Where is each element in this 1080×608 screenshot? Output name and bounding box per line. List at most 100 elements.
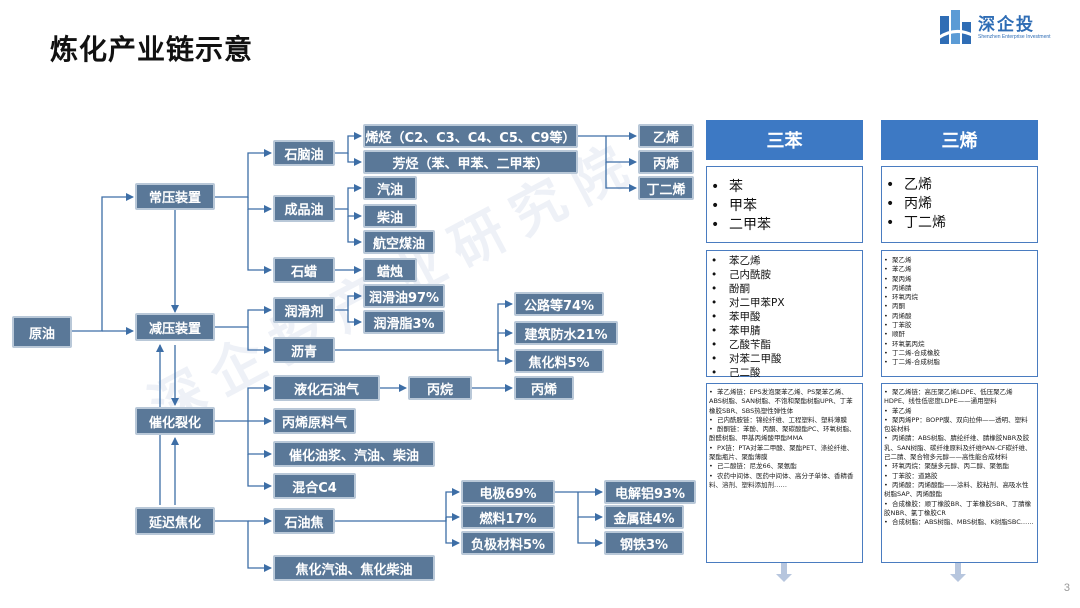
list-item: •甲苯 bbox=[707, 197, 862, 216]
node-vacuum-unit: 减压装置 bbox=[135, 313, 215, 341]
list-item-text: 苯乙烯链：EPS发泡聚苯乙烯、PS聚苯乙烯、ABS树脂、SAN树脂、不饱和聚酯树… bbox=[709, 388, 853, 415]
bullet-icon: • bbox=[884, 434, 888, 443]
bullet-icon: • bbox=[711, 367, 718, 379]
three-benzene-derivatives-panel: •苯乙烯•己内酰胺•酚酮•对二甲苯PX•苯甲酸•苯甲腈•乙酸苄酯•对苯二甲酸•己… bbox=[706, 250, 863, 379]
list-item-text: 乙烯 bbox=[904, 177, 932, 193]
bullet-icon: • bbox=[711, 297, 718, 309]
node-steel: 钢铁3% bbox=[604, 531, 684, 555]
list-item-text: 农药中间体、医药中间体、高分子单体、香精香料、溶剂、塑料添加剂…… bbox=[709, 471, 854, 489]
node-propane: 丙烷 bbox=[408, 376, 472, 400]
list-item-text: 对苯二甲酸 bbox=[729, 353, 782, 365]
bullet-icon: • bbox=[884, 406, 888, 415]
bullet-icon: • bbox=[711, 255, 718, 267]
list-item: •己二酸链：尼龙66、聚氨酯 bbox=[707, 462, 859, 471]
list-item: •环氧丙烷：聚醚多元醇、丙二醇、聚氨酯 bbox=[882, 462, 1034, 471]
node-atmospheric-unit: 常压装置 bbox=[135, 183, 215, 210]
list-item: • 乙烯 bbox=[882, 176, 1037, 195]
node-butadiene: 丁二烯 bbox=[638, 176, 694, 200]
node-olefins: 烯烃（C2、C3、C4、C5、C9等） bbox=[363, 124, 578, 148]
node-fcc-products: 催化油浆、汽油、柴油 bbox=[273, 441, 435, 467]
bullet-icon: • bbox=[884, 348, 888, 357]
list-item: • 苯甲腈 bbox=[707, 324, 862, 338]
node-propylene-feed-gas: 丙烯原料气 bbox=[273, 408, 356, 434]
bullet-icon: • bbox=[711, 217, 720, 233]
bullet-icon: • bbox=[709, 415, 713, 424]
node-waterproofing: 建筑防水21% bbox=[514, 321, 618, 345]
bullet-icon: • bbox=[884, 274, 888, 283]
three-benzene-applications-panel: •苯乙烯链：EPS发泡聚苯乙烯、PS聚苯乙烯、ABS树脂、SAN树脂、不饱和聚酯… bbox=[706, 383, 863, 563]
list-item-text: 对二甲苯PX bbox=[729, 297, 785, 309]
list-item-text: 己内酰胺链：锦纶纤维、工程塑料、塑料薄膜 bbox=[717, 415, 847, 424]
bullet-icon: • bbox=[711, 339, 718, 351]
list-item-text: 丙烯腈 bbox=[892, 283, 912, 292]
bullet-icon: • bbox=[884, 256, 888, 264]
list-item-text: 丙烯酸 bbox=[892, 311, 912, 320]
node-silicon-metal: 金属硅4% bbox=[604, 505, 684, 529]
bullet-icon: • bbox=[884, 499, 888, 508]
bullet-icon: • bbox=[711, 283, 718, 295]
list-item-text: 合成树脂：ABS树脂、MBS树脂、K树脂SBC…… bbox=[892, 518, 1034, 527]
list-item: • 顺酐 bbox=[882, 330, 1037, 339]
node-lpg: 液化石油气 bbox=[273, 375, 380, 401]
bullet-icon: • bbox=[884, 283, 888, 292]
bullet-icon: • bbox=[711, 353, 718, 365]
bullet-icon: • bbox=[711, 325, 718, 337]
bullet-icon: • bbox=[709, 388, 713, 396]
bullet-icon: • bbox=[884, 330, 888, 339]
bullet-icon: • bbox=[884, 480, 888, 489]
list-item-text: 顺酐 bbox=[892, 330, 905, 339]
list-item: •苯 bbox=[707, 178, 862, 197]
bullet-icon: • bbox=[884, 321, 888, 330]
list-item: •己内酰胺 bbox=[707, 268, 862, 282]
node-road: 公路等74% bbox=[514, 292, 604, 316]
node-coker-products: 焦化汽油、焦化柴油 bbox=[273, 555, 435, 581]
list-item-text: 丁二烯 bbox=[904, 215, 946, 231]
three-olefin-derivatives-panel: •聚乙烯•苯乙烯•聚丙烯•丙烯腈•环氧丙烷•丙酮•丙烯酸•丁苯胶•顺酐•环氧氯丙… bbox=[881, 250, 1038, 377]
list-item-text: 苯甲腈 bbox=[729, 325, 761, 337]
list-item-text: 酚酮链：苯酚、丙酮、聚碳酸酯PC、环氧树脂、酚醛树脂、甲基丙烯酸甲酯MMA bbox=[709, 425, 856, 443]
list-item-text: 乙酸苄酯 bbox=[729, 339, 771, 351]
list-item-text: 丁二烯-合成橡胶 bbox=[892, 348, 940, 357]
list-item: •丁二烯 bbox=[882, 214, 1037, 233]
node-coking-feed: 焦化料5% bbox=[514, 349, 604, 373]
list-item: •丁二烯-合成树脂 bbox=[882, 358, 1037, 367]
bullet-icon: • bbox=[884, 471, 888, 480]
list-item-text: 苯乙烯 bbox=[729, 255, 761, 267]
bullet-icon: • bbox=[886, 177, 895, 193]
list-item: • 聚丙烯 bbox=[882, 275, 1037, 284]
bullet-icon: • bbox=[709, 443, 713, 452]
node-lubricant: 润滑剂 bbox=[273, 297, 335, 323]
list-item: •丙酮 bbox=[882, 302, 1037, 311]
list-item: •苯甲酸 bbox=[707, 310, 862, 324]
three-olefin-items-panel: • 乙烯 •丙烯•丁二烯 bbox=[881, 166, 1038, 243]
three-olefin-applications-panel: •聚乙烯链：高压聚乙烯LDPE、低压聚乙烯HDPE、线性低密度LDPE——通用塑… bbox=[881, 383, 1038, 563]
list-item: •丙烯酸：丙烯酸酯——涂料、胶粘剂、高吸水性树脂SAP、丙烯酸酯 bbox=[882, 481, 1034, 500]
node-naphtha: 石脑油 bbox=[273, 140, 335, 166]
list-item-text: 聚丙烯PP：BOPP膜、双向拉伸——透明、塑料包装材料 bbox=[884, 415, 1028, 434]
slide-title: 炼化产业链示意 bbox=[50, 33, 254, 66]
bullet-icon: • bbox=[884, 462, 888, 471]
list-item: • 丙烯腈 bbox=[882, 284, 1037, 293]
list-item: •农药中间体、医药中间体、高分子单体、香精香料、溶剂、塑料添加剂…… bbox=[707, 472, 859, 491]
list-item: • 乙酸苄酯 bbox=[707, 338, 862, 352]
list-item: •酚酮 bbox=[707, 282, 862, 296]
list-item: • 己内酰胺链：锦纶纤维、工程塑料、塑料薄膜 bbox=[707, 416, 859, 425]
list-item: •合成橡胶：顺丁橡胶BR、丁苯橡胶SBR、丁腈橡胶NBR、氯丁橡胶CR bbox=[882, 500, 1034, 519]
list-item: •丙烯 bbox=[882, 195, 1037, 214]
list-item-text: 环氧丙烷 bbox=[892, 293, 918, 302]
list-item-text: 环氧氯丙烷 bbox=[892, 339, 925, 348]
node-asphalt: 沥青 bbox=[273, 337, 335, 363]
list-item-text: 聚乙烯 bbox=[892, 256, 912, 264]
list-item: •丁苯胶 bbox=[882, 321, 1037, 330]
bullet-icon: • bbox=[884, 388, 888, 396]
list-item-text: 己二酸 bbox=[729, 367, 761, 379]
list-item: •聚丙烯PP：BOPP膜、双向拉伸——透明、塑料包装材料 bbox=[882, 416, 1034, 435]
list-item-text: 苯乙烯 bbox=[892, 265, 912, 274]
list-item: •环氧氯丙烷 bbox=[882, 340, 1037, 349]
logo-subtitle: Shenzhen Enterprise Investment bbox=[978, 34, 1051, 40]
list-item-text: 甲苯 bbox=[729, 198, 757, 214]
node-ethylene: 乙烯 bbox=[638, 124, 694, 148]
list-item: •苯乙烯链：EPS发泡聚苯乙烯、PS聚苯乙烯、ABS树脂、SAN树脂、不饱和聚酯… bbox=[707, 388, 859, 416]
list-item-text: 聚丙烯 bbox=[892, 274, 912, 283]
list-item-text: 丙烯腈：ABS树脂、腈纶纤维、腈橡胶NBR及胶乳、SAN树脂、碳纤维原料及纤维P… bbox=[884, 434, 1032, 462]
